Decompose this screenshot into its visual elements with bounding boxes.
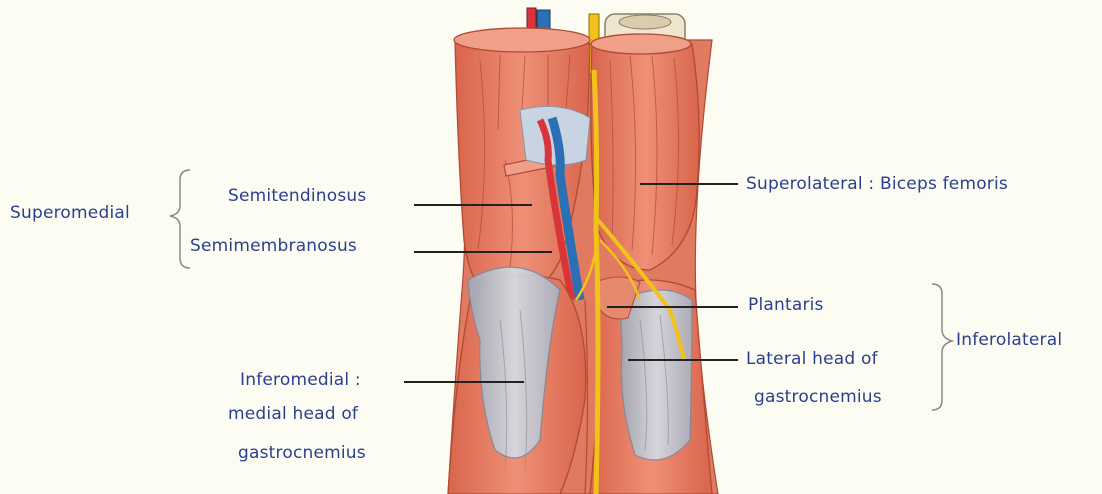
inferolateral-label: Inferolateral [956, 330, 1062, 350]
inferolateral-brace [932, 284, 952, 410]
inferomedial-label-line1: Inferomedial : [240, 370, 361, 390]
superomedial-label: Superomedial [10, 203, 130, 223]
inferomedial-label-line3: gastrocnemius [238, 443, 366, 463]
semimembranosus-label: Semimembranosus [190, 236, 357, 256]
superolateral-label: Superolateral : Biceps femoris [746, 174, 1008, 194]
inferomedial-label-line2: medial head of [228, 404, 358, 424]
plantaris-label: Plantaris [748, 295, 824, 315]
lateral-head-label-line1: Lateral head of [746, 349, 878, 369]
biceps-femoris-muscle [591, 41, 699, 270]
superomedial-brace [170, 170, 190, 268]
semitendinosus-label: Semitendinosus [228, 186, 366, 206]
lateral-head-label-line2: gastrocnemius [754, 387, 882, 407]
